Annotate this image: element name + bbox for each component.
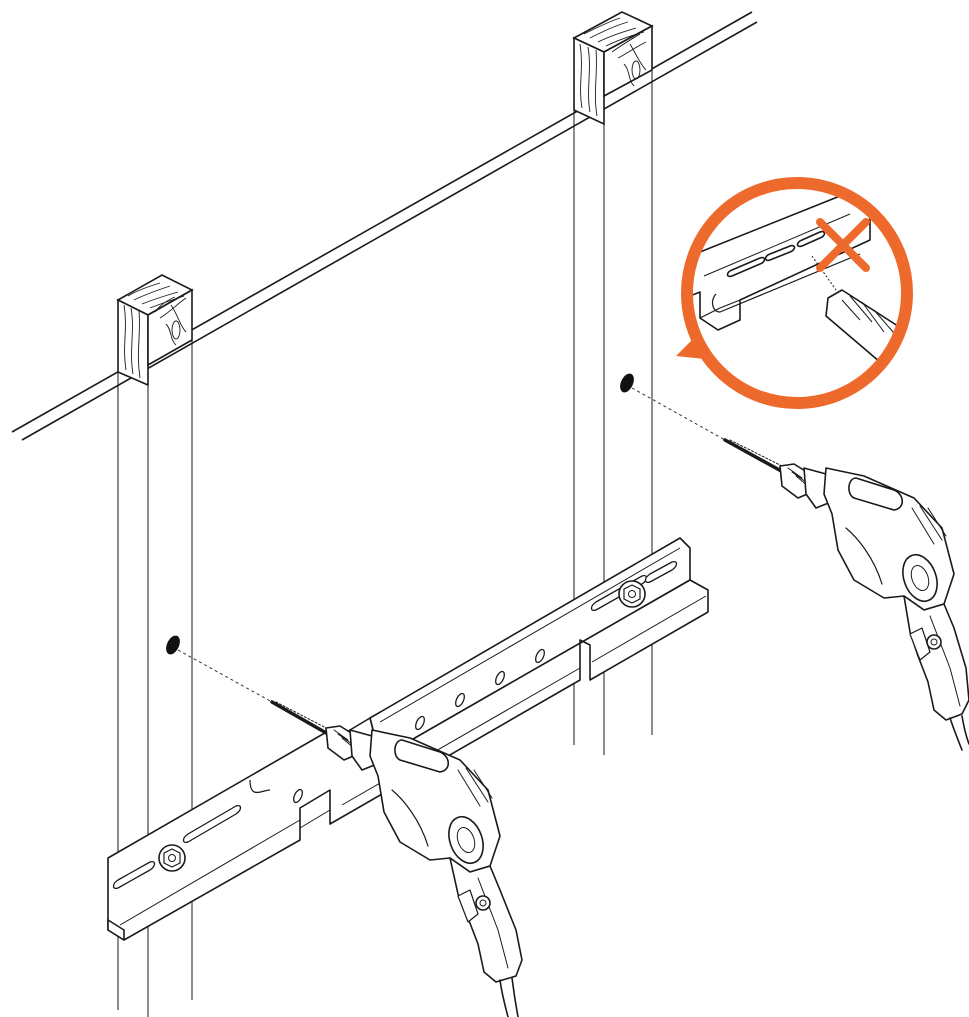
- power-drill-left: [270, 700, 523, 1017]
- pilot-hole-right: [620, 373, 634, 393]
- bracket-bolt-right: [618, 580, 646, 608]
- drill-guide-lines: [177, 387, 726, 703]
- wall-stud-right: [572, 11, 654, 755]
- power-drill-right: [723, 438, 969, 751]
- drill-trigger-left: [457, 889, 479, 923]
- drill-handle-left: [449, 857, 523, 983]
- warning-callout: [676, 177, 913, 409]
- drill-cord-left: [499, 979, 509, 1017]
- cross-icon: [816, 218, 870, 272]
- bracket-bolt-left: [158, 844, 186, 872]
- drill-bit-right: [723, 438, 785, 474]
- pilot-hole-left: [166, 635, 180, 655]
- drill-bit-left: [270, 700, 330, 736]
- wall-top-edge: [11, 11, 758, 441]
- callout-ring: [681, 177, 913, 409]
- drill-cord-right: [949, 717, 963, 751]
- bracket-bottom-flange: [107, 919, 125, 941]
- drill-trigger-right: [909, 627, 931, 661]
